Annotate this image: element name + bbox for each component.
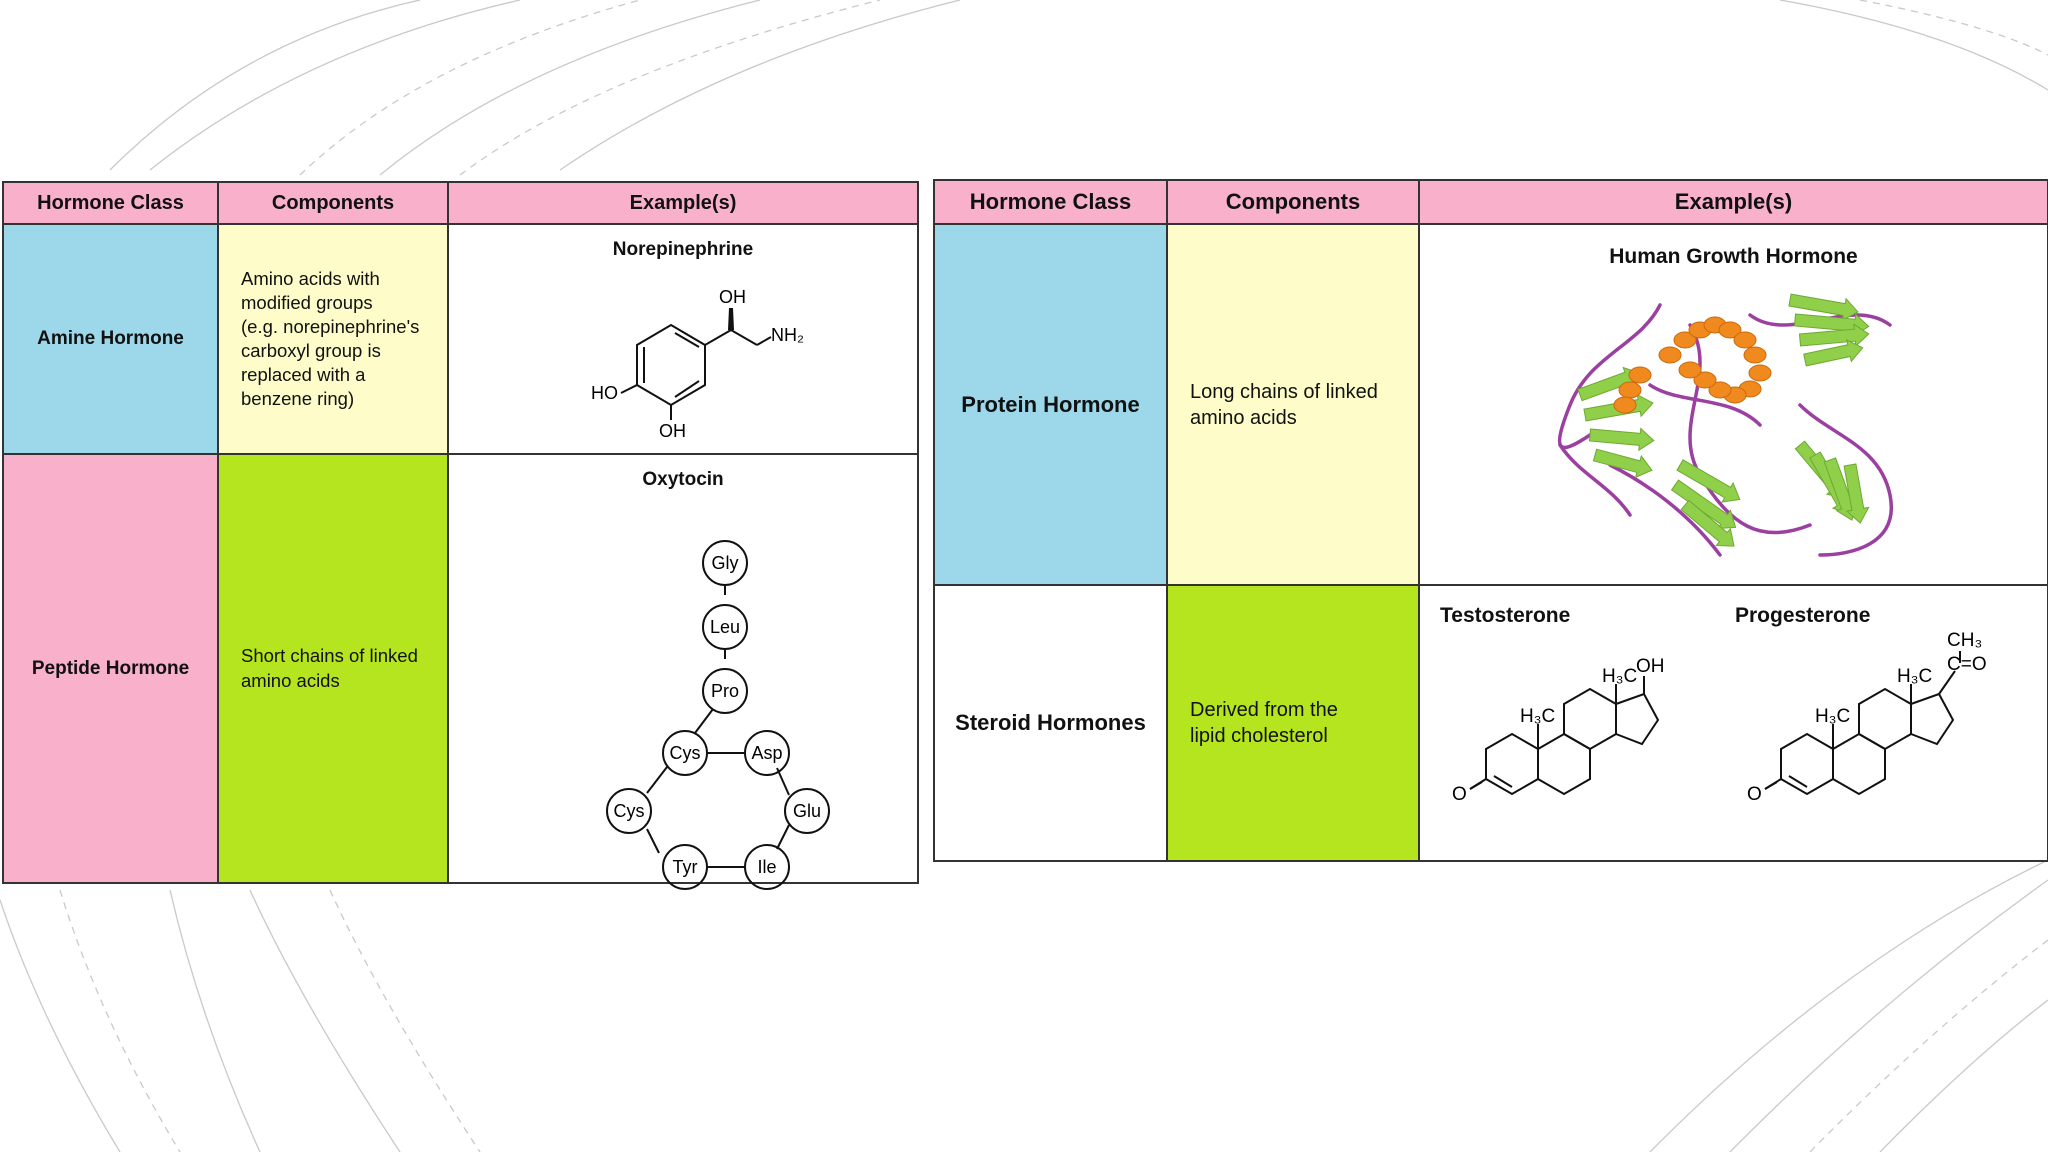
example-cell: Norepinephrine OH NH₂ <box>447 223 919 455</box>
components-cell: Derived from the lipid cholesterol <box>1166 584 1420 862</box>
components-text: Short chains of linked amino acids <box>241 645 418 691</box>
example-title: Testosterone <box>1440 604 1571 627</box>
hormone-table-left: Hormone Class Components Example(s) Amin… <box>2 181 919 890</box>
hormone-class-cell: Steroid Hormones <box>933 584 1168 862</box>
protein-sheet <box>1680 499 1735 547</box>
example-title: Progesterone <box>1735 604 1871 627</box>
example-title: Human Growth Hormone <box>1609 245 1858 268</box>
residue-label: Pro <box>711 681 739 701</box>
components-cell: Amino acids with modified groups (e.g. n… <box>217 223 449 455</box>
table-row: Amine Hormone Amino acids with modified … <box>2 223 919 455</box>
protein-helix <box>1673 331 1697 349</box>
header-hormone-class: Hormone Class <box>933 179 1168 225</box>
header-components: Components <box>217 181 449 225</box>
example-cell: Oxytocin <box>447 453 919 890</box>
example-cell: Human Growth Hormone <box>1418 223 2048 586</box>
oxytocin-structure: Gly Leu Pro Cys Asp Cys Glu Tyr Ile <box>606 540 830 890</box>
oxygen-label: O <box>1452 784 1467 805</box>
protein-sheet <box>1798 323 1870 348</box>
example-title: Norepinephrine <box>612 239 754 260</box>
oh-label: OH <box>719 287 746 307</box>
protein-helix <box>1743 346 1767 364</box>
oh-label: OH <box>659 421 686 441</box>
protein-loop <box>1608 463 1722 557</box>
components-text: Amino acids with modified groups (e.g. n… <box>241 267 420 410</box>
progesterone-structure: O H₃C H₃C C=O CH₃ <box>1747 630 1987 805</box>
protein-helix <box>1748 364 1772 382</box>
components-text: Derived from the lipid cholesterol <box>1190 699 1338 747</box>
protein-helix <box>1658 346 1682 364</box>
protein-sheet <box>1588 427 1655 452</box>
protein-sheet <box>1788 293 1859 322</box>
hormone-table-right: Hormone Class Components Example(s) Prot… <box>933 179 2048 862</box>
protein-helix <box>1628 366 1652 384</box>
hydroxyl-label: OH <box>1636 656 1665 677</box>
example-cell: Testosterone Progesterone <box>1418 584 2048 862</box>
protein-sheet <box>1670 479 1737 529</box>
protein-helix <box>1708 381 1732 399</box>
testosterone-structure: O H₃C H₃C OH <box>1452 656 1665 805</box>
nh2-label: NH₂ <box>771 325 804 345</box>
protein-loop <box>1558 443 1632 517</box>
protein-sheet <box>1592 448 1653 479</box>
residue-label: Asp <box>751 743 782 763</box>
protein-helix <box>1613 396 1637 414</box>
protein-helix <box>1693 371 1717 389</box>
residue-label: Leu <box>710 617 740 637</box>
table-row: Protein Hormone Long chains of linked am… <box>933 223 2048 586</box>
methyl-label: H₃C <box>1815 706 1850 727</box>
methyl-label: CH₃ <box>1947 630 1982 651</box>
components-cell: Long chains of linked amino acids <box>1166 223 1420 586</box>
table-row: Steroid Hormones Derived from the lipid … <box>933 584 2048 862</box>
protein-helix <box>1618 381 1642 399</box>
growth-hormone-structure <box>1558 293 1894 557</box>
residue-label: Cys <box>614 801 645 821</box>
protein-sheet <box>1843 463 1870 524</box>
components-text: Long chains of linked amino acids <box>1190 380 1378 429</box>
header-hormone-class: Hormone Class <box>2 181 219 225</box>
methyl-label: H₃C <box>1602 666 1637 687</box>
example-title: Oxytocin <box>642 469 724 490</box>
norepinephrine-structure: OH NH₂ HO OH <box>591 287 804 441</box>
carbonyl-label: C=O <box>1947 654 1987 675</box>
residue-label: Glu <box>793 801 821 821</box>
hormone-class-cell: Amine Hormone <box>2 223 219 455</box>
header-components: Components <box>1166 179 1420 225</box>
protein-sheet <box>1676 459 1741 503</box>
residue-label: Gly <box>712 553 739 573</box>
protein-helix <box>1733 331 1757 349</box>
residue-label: Tyr <box>673 857 698 877</box>
hormone-class-cell: Peptide Hormone <box>2 453 219 884</box>
components-cell: Short chains of linked amino acids <box>217 453 449 884</box>
residue-label: Cys <box>670 743 701 763</box>
protein-helix <box>1718 321 1742 339</box>
hormone-class-cell: Protein Hormone <box>933 223 1168 586</box>
residue-label: Ile <box>757 857 776 877</box>
protein-loop <box>1798 403 1894 557</box>
protein-sheet <box>1803 338 1864 367</box>
oxygen-label: O <box>1747 784 1762 805</box>
protein-loop <box>1558 303 1662 450</box>
methyl-label: H₃C <box>1520 706 1555 727</box>
methyl-label: H₃C <box>1897 666 1932 687</box>
protein-loop <box>1648 383 1762 427</box>
header-examples: Example(s) <box>447 181 919 225</box>
header-examples: Example(s) <box>1418 179 2048 225</box>
protein-helix <box>1678 361 1702 379</box>
ho-label: HO <box>591 383 618 403</box>
table-row: Peptide Hormone Short chains of linked a… <box>2 453 919 890</box>
